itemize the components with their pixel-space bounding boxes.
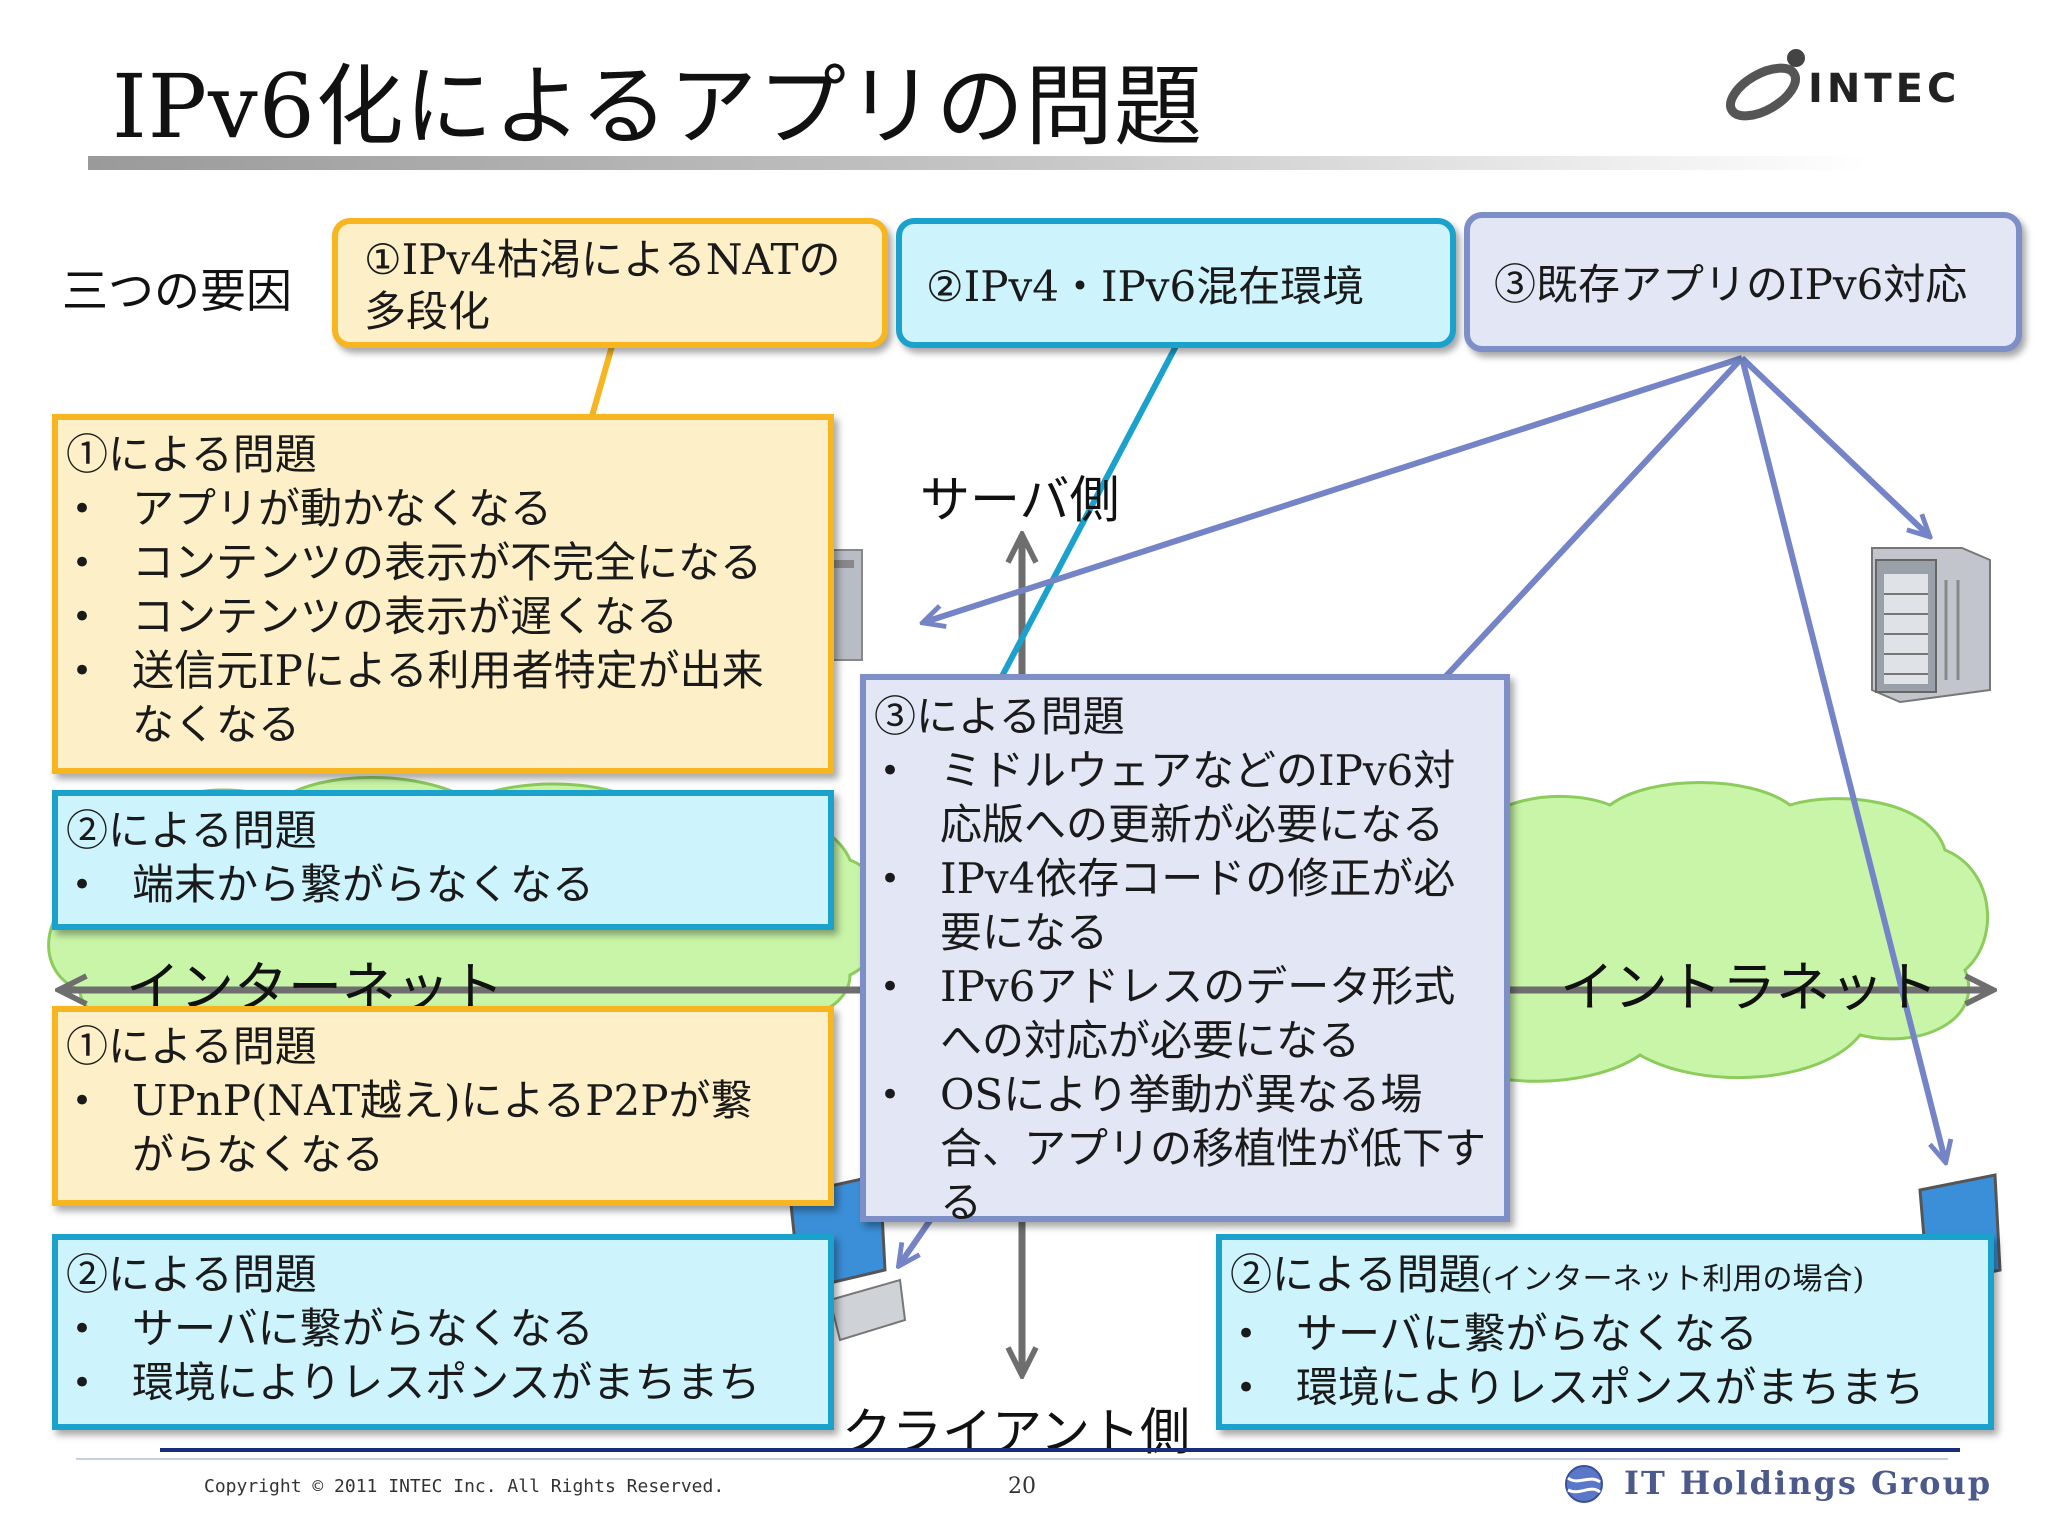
callout-heading: ②による問題 [66, 806, 317, 855]
slide-title: IPv6化によるアプリの問題 [112, 55, 1204, 158]
callout-client-mixed-problems: ②による問題 サーバに繋がらなくなる 環境によりレスポンスがまちまち [52, 1234, 834, 1430]
factor1-connector [589, 345, 615, 417]
list-item: 送信元IPによる利用者特定が出来なくなる [66, 644, 772, 752]
problem-list: 端末から繋がらなくなる [66, 858, 820, 912]
factor-label: ②IPv4・IPv6混在環境 [926, 262, 1365, 311]
callout-intranet-mixed-problems: ②による問題(インターネット利用の場合) サーバに繋がらなくなる 環境によりレス… [1216, 1234, 1994, 1430]
problem-list: サーバに繋がらなくなる 環境によりレスポンスがまちまち [66, 1302, 820, 1410]
problem-list: UPnP(NAT越え)によるP2Pが繋がらなくなる [66, 1074, 820, 1182]
list-item: アプリが動かなくなる [66, 482, 820, 536]
globe-icon [1565, 1465, 1603, 1503]
factor-label: ③既存アプリのIPv6対応 [1494, 260, 1968, 309]
problem-list: サーバに繋がらなくなる 環境によりレスポンスがまちまち [1230, 1307, 1980, 1415]
factor2-connector [997, 344, 1179, 682]
list-item: IPv4依存コードの修正が必要になる [874, 852, 1470, 960]
title-underline [88, 156, 1868, 170]
page-number: 20 [1008, 1474, 1036, 1499]
group-name: IT Holdings Group [1624, 1464, 1993, 1502]
list-item: サーバに繋がらなくなる [66, 1302, 820, 1356]
list-item: 環境によりレスポンスがまちまち [1230, 1361, 1980, 1415]
factor-label: ①IPv4枯渇によるNATの 多段化 [364, 235, 841, 336]
factor-box-mixed: ②IPv4・IPv6混在環境 [896, 218, 1456, 348]
list-item: サーバに繋がらなくなる [1230, 1307, 1980, 1361]
list-item: UPnP(NAT越え)によるP2Pが繋がらなくなる [66, 1074, 792, 1182]
list-item: コンテンツの表示が遅くなる [66, 590, 820, 644]
intranet-label: イントラネット [1560, 956, 1938, 1019]
callout-client-nat-problems: ①による問題 UPnP(NAT越え)によるP2Pが繋がらなくなる [52, 1006, 834, 1206]
footer-rule [160, 1448, 1960, 1452]
logo-text: INTEC [1808, 66, 1961, 112]
callout-heading-main: ②による問題 [1230, 1250, 1481, 1299]
server-side-label: サーバ側 [920, 471, 1120, 529]
list-item: 端末から繋がらなくなる [66, 858, 820, 912]
factor3-arrows [900, 355, 1945, 1264]
callout-heading-note: (インターネット利用の場合) [1480, 1262, 1865, 1297]
callout-heading: ②による問題(インターネット利用の場合) [1230, 1248, 1980, 1307]
factor-box-app: ③既存アプリのIPv6対応 [1464, 212, 2022, 352]
intec-logo [1726, 49, 1805, 121]
callout-heading: ③による問題 [874, 692, 1125, 741]
list-item: コンテンツの表示が不完全になる [66, 536, 820, 590]
callout-heading: ②による問題 [66, 1250, 317, 1299]
callout-heading: ①による問題 [66, 430, 317, 479]
callout-heading: ①による問題 [66, 1022, 317, 1071]
list-item: ミドルウェアなどのIPv6対応版への更新が必要になる [874, 744, 1470, 852]
factor-box-nat: ①IPv4枯渇によるNATの 多段化 [332, 218, 888, 348]
list-item: OSにより挙動が異なる場合、アプリの移植性が低下する [874, 1068, 1504, 1230]
copyright-notice: Copyright © 2011 INTEC Inc. All Rights R… [204, 1476, 725, 1497]
server-icon-intranet [1871, 547, 1991, 704]
list-item: IPv6アドレスのデータ形式への対応が必要になる [874, 960, 1470, 1068]
footer-rule-thin [76, 1458, 1948, 1460]
client-side-label: クライアント側 [842, 1403, 1190, 1461]
callout-server-mixed-problems: ②による問題 端末から繋がらなくなる [52, 790, 834, 930]
problem-list: ミドルウェアなどのIPv6対応版への更新が必要になる IPv4依存コードの修正が… [874, 744, 1496, 1230]
factors-label: 三つの要因 [62, 264, 292, 318]
list-item: 環境によりレスポンスがまちまち [66, 1356, 820, 1410]
problem-list: アプリが動かなくなる コンテンツの表示が不完全になる コンテンツの表示が遅くなる… [66, 482, 820, 752]
callout-app-problems: ③による問題 ミドルウェアなどのIPv6対応版への更新が必要になる IPv4依存… [860, 674, 1510, 1227]
callout-server-nat-problems: ①による問題 アプリが動かなくなる コンテンツの表示が不完全になる コンテンツの… [52, 414, 834, 774]
